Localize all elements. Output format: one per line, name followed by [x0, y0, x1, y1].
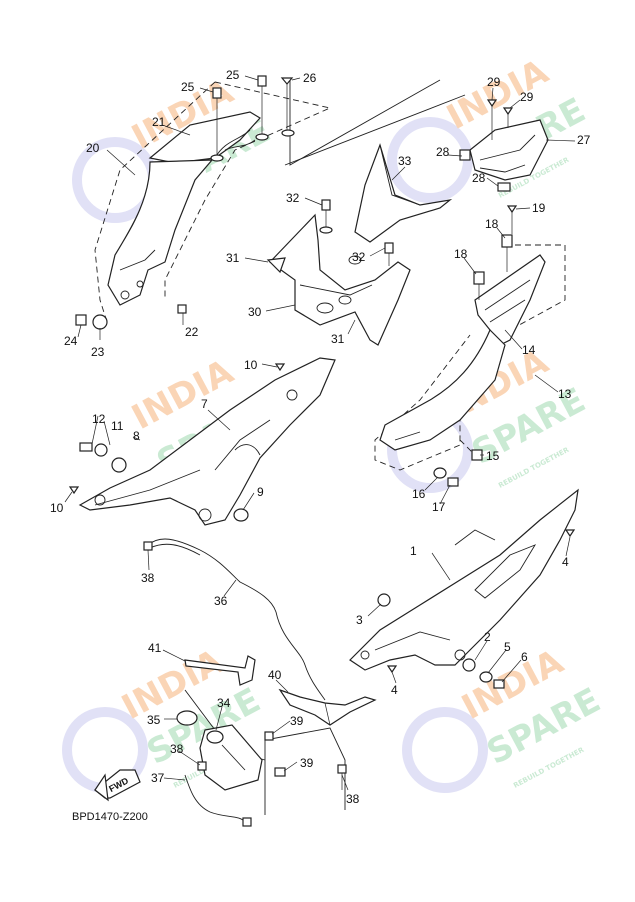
part-1-right-cover — [349, 488, 579, 671]
fasteners-left-cover — [68, 363, 286, 522]
callout-8: 8 — [133, 429, 140, 443]
callout-41: 41 — [148, 641, 162, 655]
watermark-logo-icon — [402, 707, 488, 793]
fasteners-right-cover — [377, 529, 576, 689]
callout-1: 1 — [410, 544, 417, 558]
part-37-hose — [184, 774, 252, 827]
callout-38: 38 — [141, 571, 155, 585]
part-7-left-cover — [78, 357, 336, 526]
callout-14: 14 — [522, 343, 536, 357]
callout-29: 29 — [487, 75, 501, 89]
callout-39: 39 — [290, 714, 304, 728]
callout-22: 22 — [185, 325, 199, 339]
callout-10: 10 — [50, 501, 64, 515]
outline-center — [284, 94, 466, 166]
callout-38: 38 — [170, 742, 184, 756]
callout-16: 16 — [412, 487, 426, 501]
callout-21: 21 — [152, 115, 166, 129]
callout-7: 7 — [201, 397, 208, 411]
callout-29: 29 — [520, 90, 534, 104]
callout-10: 10 — [244, 358, 258, 372]
part-14-rear-bracket — [474, 254, 546, 346]
callout-28: 28 — [472, 171, 486, 185]
callout-2: 2 — [484, 630, 491, 644]
callout-19: 19 — [532, 201, 546, 215]
callout-15: 15 — [486, 449, 500, 463]
callout-6: 6 — [521, 650, 528, 664]
part-35-ring — [176, 710, 198, 726]
part-20-side-panel — [107, 159, 214, 306]
callout-32: 32 — [352, 250, 366, 264]
callout-13: 13 — [558, 387, 572, 401]
part-33-center-cowl — [354, 143, 453, 243]
callout-37: 37 — [151, 771, 165, 785]
callout-24: 24 — [64, 334, 78, 348]
callout-4: 4 — [391, 683, 398, 697]
callout-18: 18 — [454, 247, 468, 261]
callout-25: 25 — [226, 68, 240, 82]
callout-40: 40 — [268, 668, 282, 682]
part-27-tail-piece — [459, 99, 549, 192]
callout-3: 3 — [356, 613, 363, 627]
callout-25: 25 — [181, 80, 195, 94]
callout-18: 18 — [485, 217, 499, 231]
callout-27: 27 — [577, 133, 591, 147]
callout-20: 20 — [86, 141, 100, 155]
callout-34: 34 — [217, 696, 231, 710]
diagram-code: BPD1470-Z200 — [72, 811, 148, 823]
callout-39: 39 — [300, 756, 314, 770]
forward-arrow-icon: FWD — [94, 769, 141, 802]
callout-31: 31 — [331, 332, 345, 346]
part-13-side-cover — [379, 328, 506, 451]
callout-33: 33 — [398, 154, 412, 168]
callout-12: 12 — [92, 412, 106, 426]
callout-35: 35 — [147, 713, 161, 727]
leader-lines — [64, 75, 576, 791]
outline-left-cover — [164, 81, 332, 300]
callout-38: 38 — [346, 792, 360, 806]
callout-9: 9 — [257, 485, 264, 499]
callout-4: 4 — [562, 555, 569, 569]
callout-26: 26 — [303, 71, 317, 85]
callout-28: 28 — [436, 145, 450, 159]
outline-bracket — [264, 727, 346, 815]
part-40-wire-bracket — [278, 688, 377, 726]
callout-23: 23 — [91, 345, 105, 359]
outline-center — [289, 79, 441, 166]
callout-32: 32 — [286, 191, 300, 205]
part-41-bracket — [184, 655, 256, 686]
fasteners-top-left — [75, 75, 295, 330]
part-34-canister — [199, 724, 263, 791]
callout-11: 11 — [111, 419, 124, 433]
callout-5: 5 — [504, 640, 511, 654]
outline-left-cover — [94, 81, 216, 326]
callout-36: 36 — [214, 594, 228, 608]
part-30-center-bracket — [266, 199, 411, 346]
callout-31: 31 — [226, 251, 240, 265]
callout-30: 30 — [248, 305, 262, 319]
callout-labels: 1 2 3 4 4 5 6 7 8 9 10 10 11 12 13 14 15… — [50, 68, 591, 806]
callout-17: 17 — [432, 500, 446, 514]
